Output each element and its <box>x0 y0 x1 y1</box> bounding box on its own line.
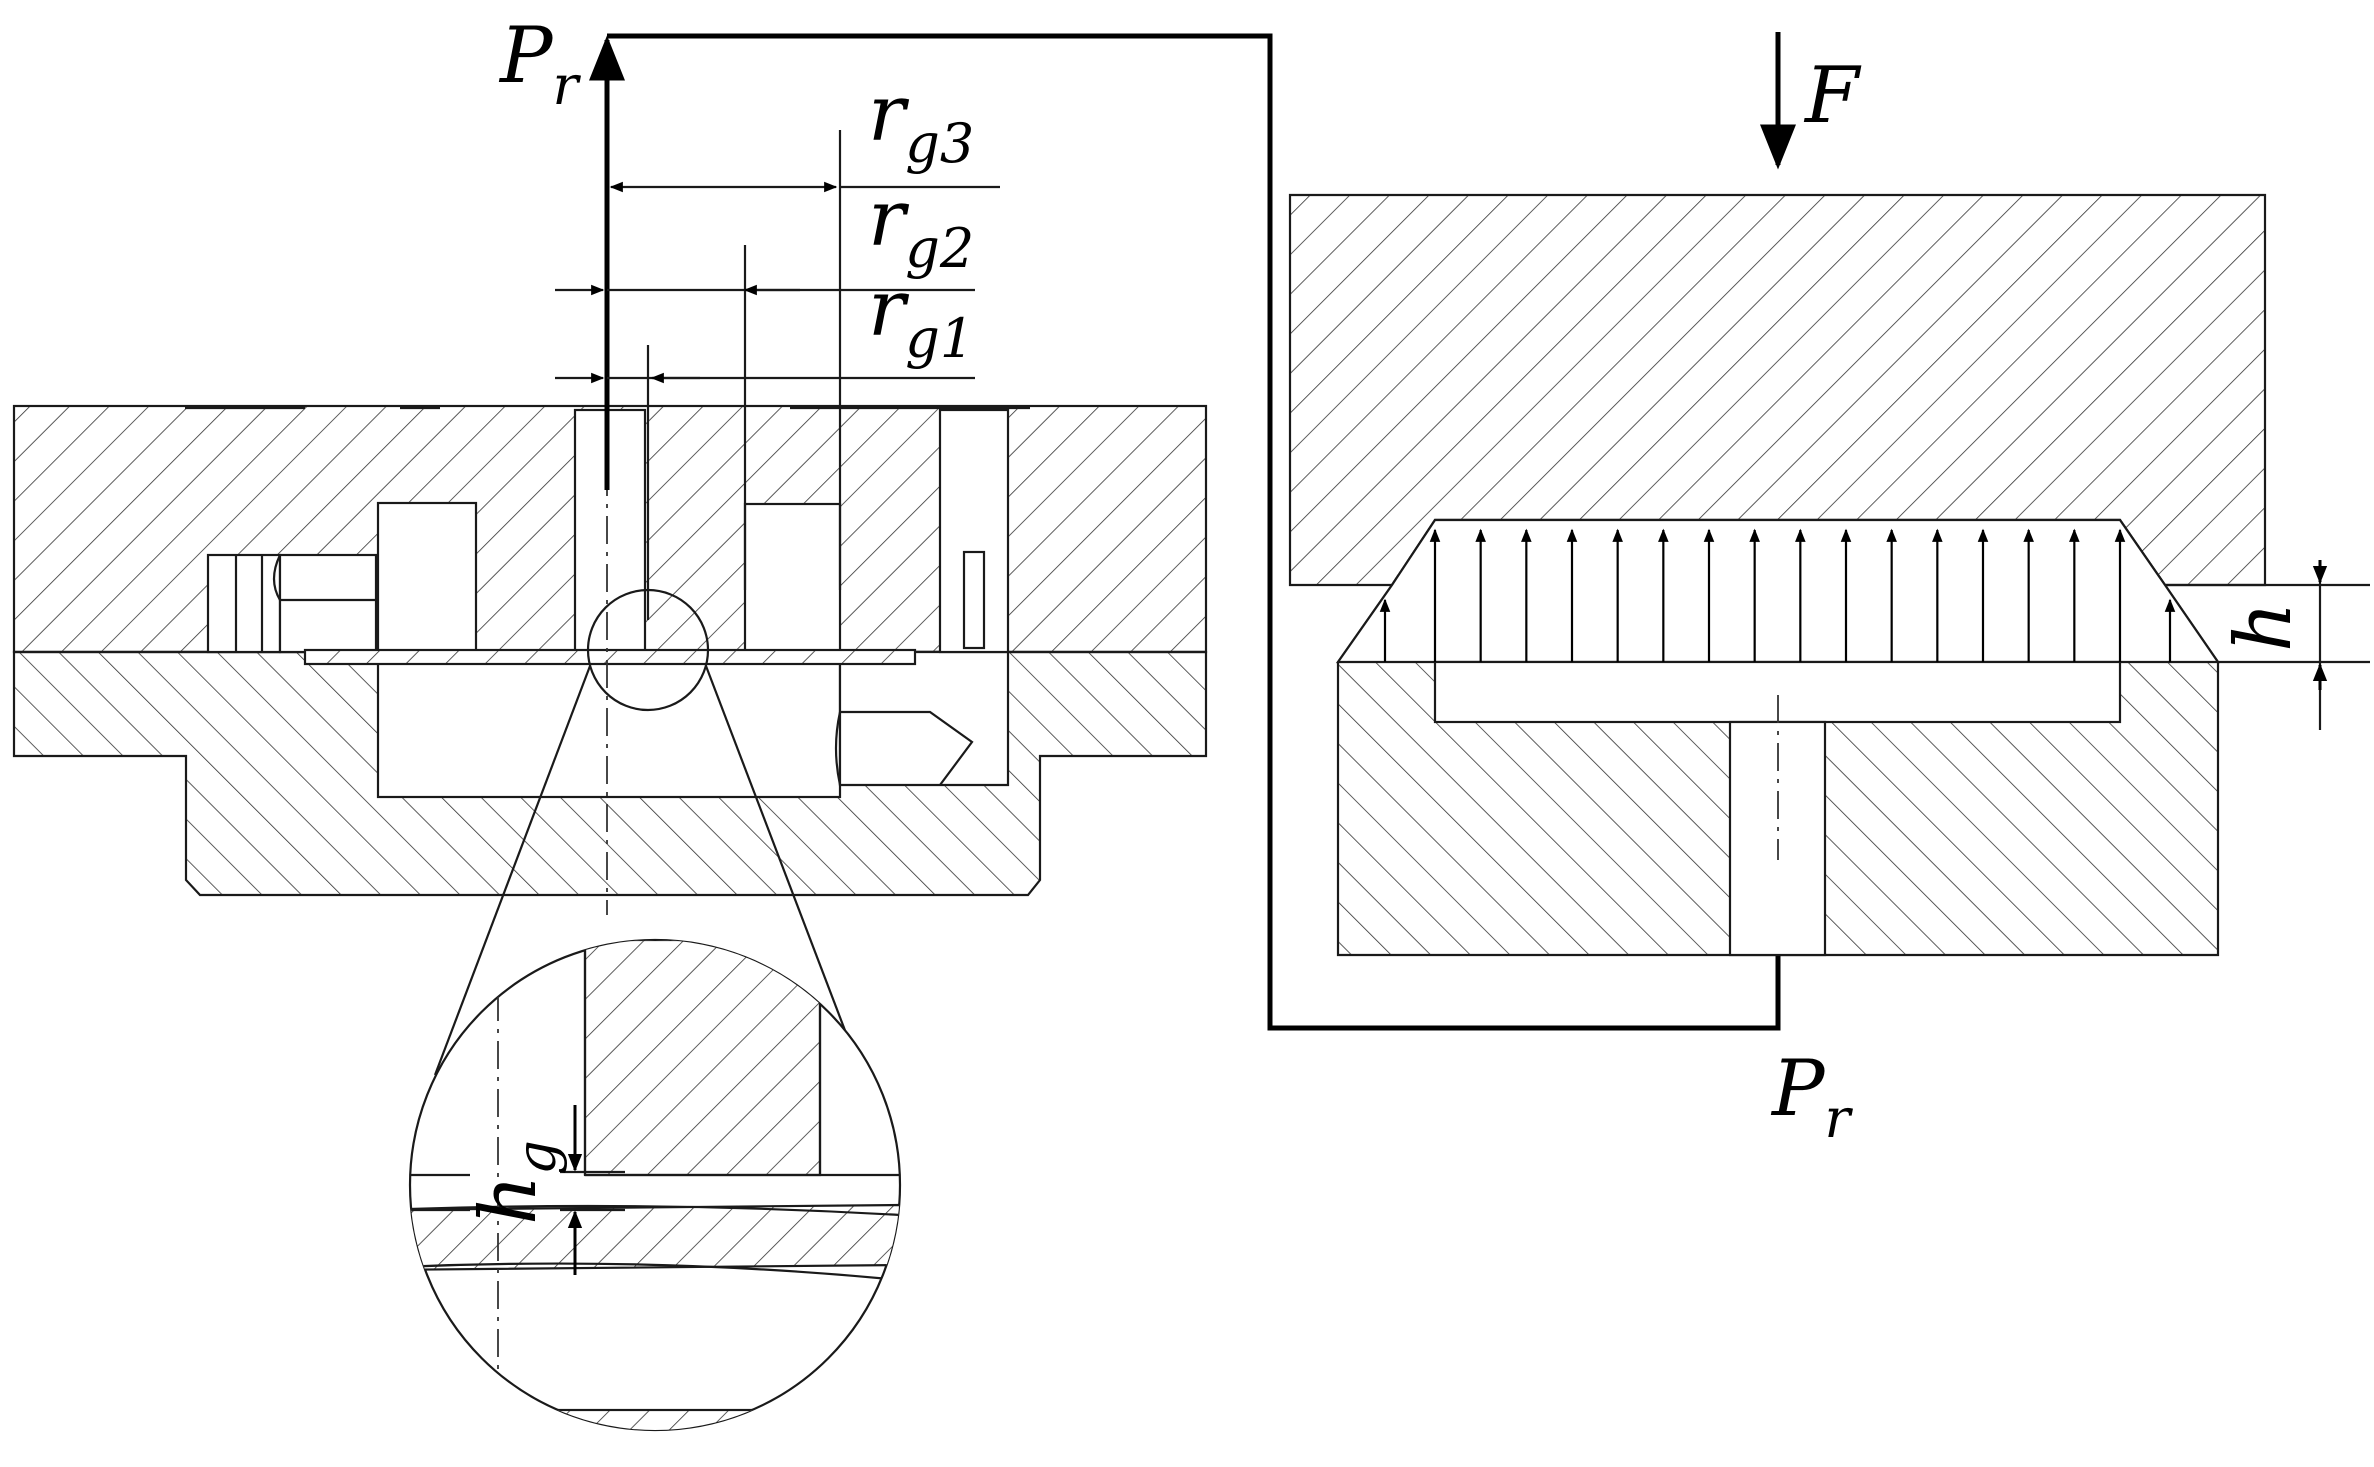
label-rg3: rg3 <box>868 69 974 175</box>
side-cavity <box>838 650 1010 787</box>
label-h: h <box>2219 602 2309 652</box>
label-rg2: rg2 <box>868 174 974 280</box>
detail-zoom: hg <box>408 665 902 1432</box>
lower-cavity <box>376 650 842 799</box>
screw-head <box>206 553 282 654</box>
label-pr-top: Pr <box>498 11 581 117</box>
left-assembly <box>12 404 1208 915</box>
label-force: F <box>1803 51 1862 141</box>
pressure-line <box>607 33 1796 1031</box>
right-assembly: F Pr h <box>1288 32 2370 1150</box>
diaphragm <box>303 648 917 666</box>
label-rg1: rg1 <box>868 264 974 370</box>
pressure-arrows <box>1379 528 2176 662</box>
label-pr-bottom: Pr <box>1770 1044 1853 1150</box>
label-hg: hg <box>464 1140 568 1225</box>
radius-dimensions: rg3 rg2 rg1 Pr <box>498 11 1000 620</box>
bore <box>573 408 647 654</box>
